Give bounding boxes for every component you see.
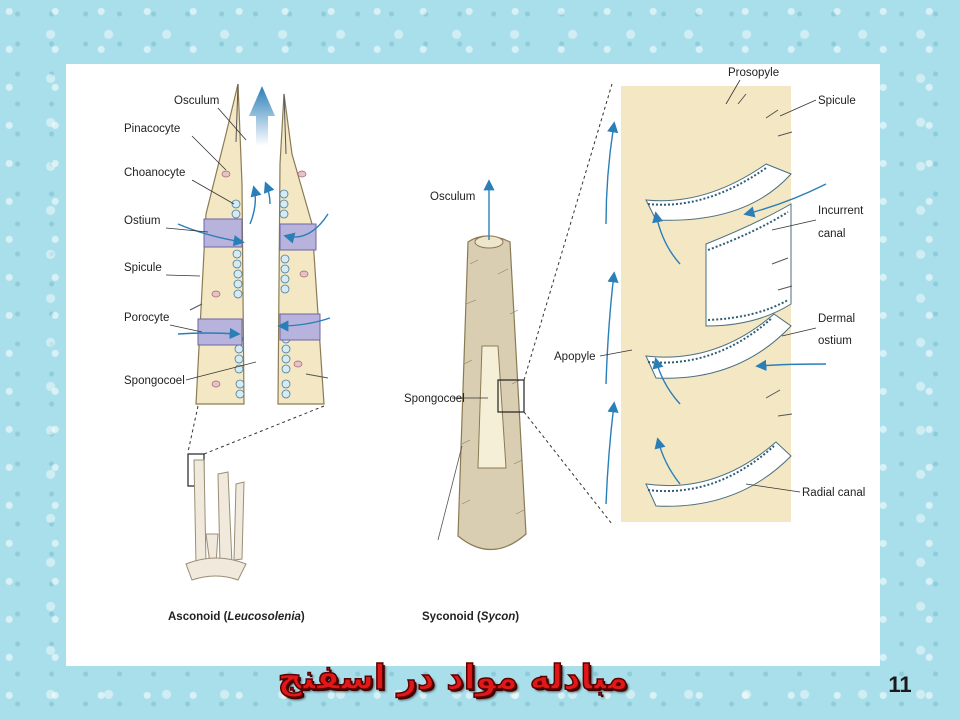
label-choanocyte: Choanocyte	[124, 167, 185, 179]
label-incurrent-1: Incurrent	[818, 205, 864, 217]
caption-syconoid: Syconoid (Sycon)	[422, 611, 519, 623]
page-number: 11	[888, 672, 912, 697]
label-osculum: Osculum	[174, 95, 219, 107]
label-spongocoel-syconoid: Spongocoel	[404, 393, 465, 405]
figure-panel: Osculum Pinacocyte Choanocyte Ostium Spi…	[66, 64, 880, 666]
asconoid-diagram: Osculum Pinacocyte Choanocyte Ostium Spi…	[124, 83, 331, 623]
syconoid-wall-detail: Prosopyle Spicule Incurrent canal Dermal…	[554, 67, 865, 522]
label-incurrent-2: canal	[818, 228, 846, 240]
caption-asconoid: Asconoid (Leucosolenia)	[168, 611, 305, 623]
sponge-diagram: Osculum Pinacocyte Choanocyte Ostium Spi…	[124, 67, 865, 623]
label-spicule: Spicule	[124, 262, 162, 274]
label-spongocoel: Spongocoel	[124, 375, 185, 387]
slide-title: مبادله مواد در اسفنج	[277, 657, 629, 699]
syconoid-diagram: Osculum Spongocoel Syconoid (Sycon)	[404, 83, 613, 623]
label-prosopyle: Prosopyle	[728, 67, 779, 79]
label-ostium: Ostium	[124, 215, 160, 227]
label-pinacocyte: Pinacocyte	[124, 123, 180, 135]
label-osculum-syconoid: Osculum	[430, 191, 475, 203]
label-porocyte: Porocyte	[124, 312, 169, 324]
label-radial-canal: Radial canal	[802, 487, 865, 499]
label-spicule-detail: Spicule	[818, 95, 856, 107]
label-dermal-1: Dermal	[818, 313, 855, 325]
label-dermal-2: ostium	[818, 335, 852, 347]
label-apopyle: Apopyle	[554, 351, 596, 363]
